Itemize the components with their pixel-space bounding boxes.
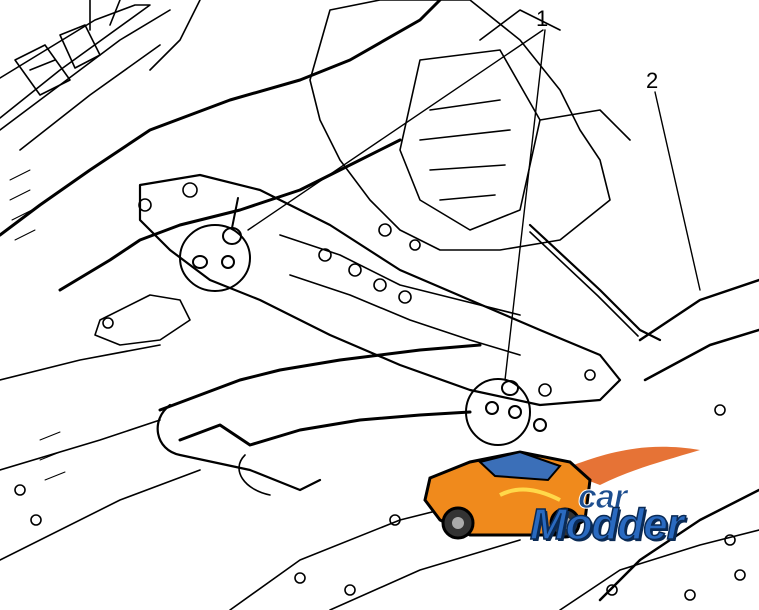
exhaust-pipe bbox=[158, 343, 482, 412]
frame-rail-right bbox=[638, 278, 759, 382]
callout-1: 1 bbox=[536, 6, 549, 31]
floor-rivets bbox=[14, 404, 746, 601]
bolt-holes bbox=[138, 182, 596, 397]
leader-line-2 bbox=[654, 91, 701, 291]
frame-rail-left bbox=[0, 4, 151, 119]
transmission bbox=[309, 0, 611, 251]
subframe bbox=[138, 173, 622, 407]
crossmember-tube bbox=[0, 0, 442, 237]
callout-2: 2 bbox=[646, 68, 659, 93]
engine-mount-left bbox=[179, 197, 251, 292]
leader-line-1b bbox=[504, 29, 546, 381]
carmodder-logo-car bbox=[423, 446, 700, 540]
leader-line-1a bbox=[247, 29, 544, 231]
logo-car-text: car bbox=[577, 478, 627, 517]
logo-modder-text: Modder bbox=[529, 499, 684, 550]
engine-mount-right bbox=[465, 378, 547, 446]
shift-cable bbox=[528, 223, 662, 342]
